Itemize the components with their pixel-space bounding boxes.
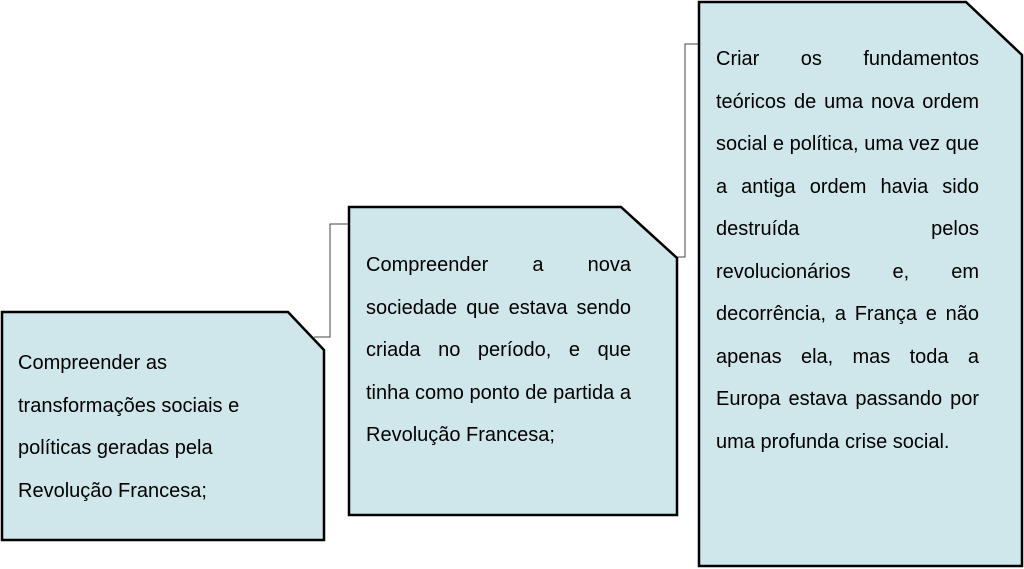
box-2-shape xyxy=(347,205,679,517)
box-2-text: Compreender a nova sociedade que estava … xyxy=(366,254,631,446)
connector-1-2 xyxy=(314,223,349,338)
box-1-text: Compreender as transformações sociais e … xyxy=(18,352,240,502)
connector-2-3 xyxy=(670,43,699,258)
box-1-shape xyxy=(0,310,326,542)
box-3-shape xyxy=(697,0,1024,568)
box-3-text: Criar os fundamentos teóricos de uma nov… xyxy=(716,48,979,453)
